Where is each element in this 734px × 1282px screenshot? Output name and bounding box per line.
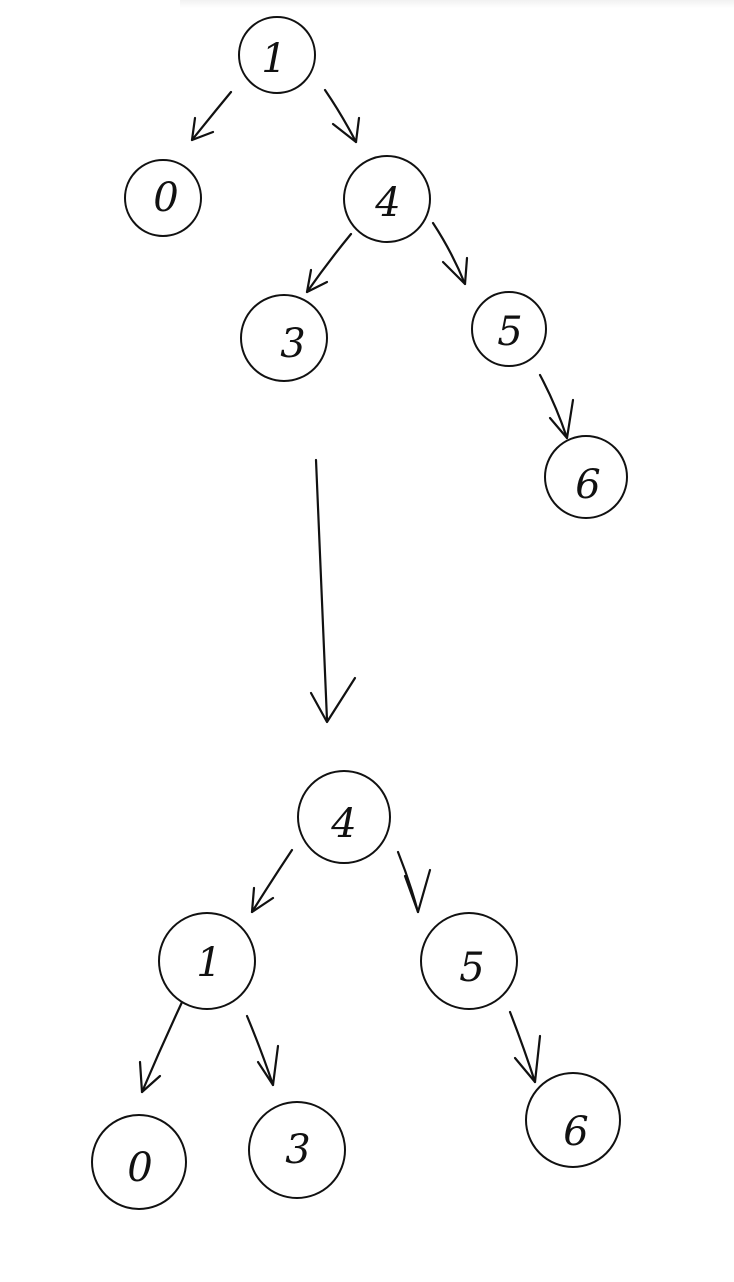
before-node-5-label: 5 [497,309,522,355]
before-edge-4-5 [431,221,469,286]
after-node-6: 6 [525,1072,621,1168]
after-edge-1-0 [138,998,185,1094]
before-node-1: 1 [238,16,316,94]
after-edge-4-5 [396,850,432,914]
before-node-5: 5 [471,291,547,367]
after-node-3: 3 [248,1101,346,1199]
before-edge-1-0 [190,90,233,142]
before-node-6: 6 [544,435,628,519]
top-shadow-strip [180,0,734,8]
after-node-1: 1 [158,912,256,1010]
after-node-5: 5 [420,912,518,1010]
after-node-3-label: 3 [285,1127,310,1173]
after-node-0: 0 [91,1114,187,1210]
after-node-5-label: 5 [459,945,484,991]
after-node-4-label: 4 [330,801,356,847]
before-edge-1-4 [323,88,361,144]
before-node-3: 3 [240,294,328,382]
before-tree: 1 0 4 3 5 6 [124,16,628,519]
before-node-6-label: 6 [575,462,600,508]
before-edge-4-3 [305,232,353,294]
before-node-4-label: 4 [374,180,400,226]
before-node-4: 4 [343,155,431,243]
after-edge-1-3 [245,1014,280,1087]
after-tree: 4 1 5 0 3 6 [91,770,621,1210]
after-edge-4-1 [250,848,294,914]
before-node-3-label: 3 [280,321,305,367]
after-node-0-label: 0 [127,1145,152,1191]
after-node-6-label: 6 [563,1109,588,1155]
before-node-1-label: 1 [261,36,286,82]
after-edge-5-6 [508,1010,542,1084]
after-node-4: 4 [297,770,391,864]
before-node-0-label: 0 [153,175,178,221]
after-node-1-label: 1 [196,940,221,986]
before-node-0: 0 [124,159,202,237]
transformation-arrow [309,458,357,724]
before-edge-5-6 [538,373,575,440]
